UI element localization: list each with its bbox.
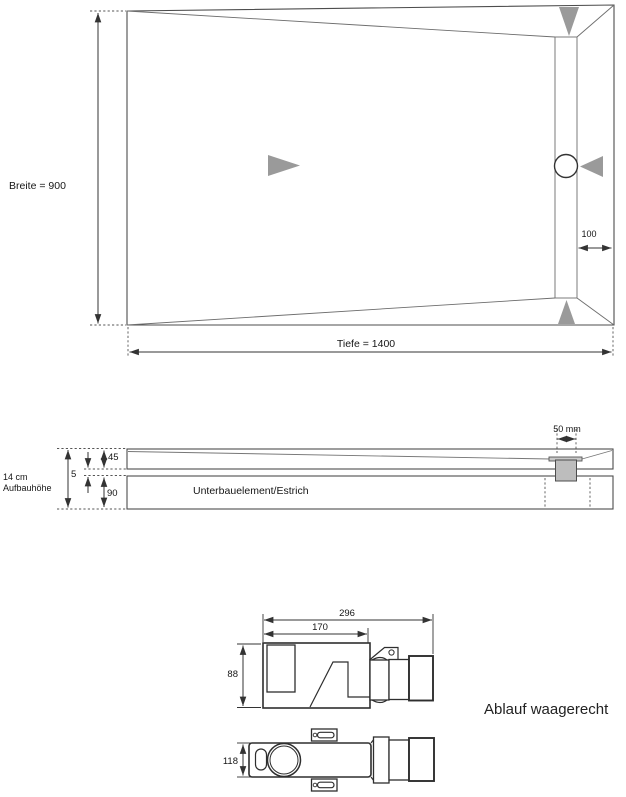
flow-arrow-right-icon <box>268 155 300 176</box>
drain-height-label: 88 <box>227 669 238 680</box>
drain-side-view: 296 170 88 <box>227 608 434 709</box>
flow-arrow-down-icon <box>559 7 579 36</box>
offset-label: 100 <box>581 229 596 239</box>
outlet-endcap-side <box>408 655 434 702</box>
tray-outline <box>126 4 615 326</box>
board-thickness-label: 45 <box>108 452 119 463</box>
substructure-block <box>126 475 614 510</box>
mount-tab-top-slot <box>316 731 335 739</box>
channel-width-label: 50 mm <box>553 424 581 434</box>
drain-opening-outer <box>266 742 302 778</box>
drain-siphon-profile <box>309 661 388 708</box>
drain-body-length-label: 170 <box>312 622 328 633</box>
flow-arrow-left-icon <box>580 156 603 177</box>
drain-width-label: 118 <box>223 756 238 767</box>
drain-inlet-shaft <box>266 644 296 693</box>
outlet-pipe-plan <box>388 739 410 781</box>
buildup-height-label-2: Aufbauhöhe <box>3 483 52 493</box>
outlet-endcap-plan <box>408 737 435 782</box>
mount-tab-bottom-slot <box>316 781 335 789</box>
drain-pocket <box>555 459 577 482</box>
mount-tab-top-hole-icon <box>312 732 318 738</box>
outlet-collar-side <box>369 659 390 701</box>
substructure-thickness-label: 90 <box>107 488 118 499</box>
buildup-dimensions: 14 cm Aufbauhöhe 5 45 90 <box>3 448 126 510</box>
drain-clamp <box>369 646 399 661</box>
gap-label: 5 <box>71 469 76 480</box>
shower-board <box>126 448 614 470</box>
breite-dimension: Breite = 900 <box>9 10 126 326</box>
buildup-height-label-1: 14 cm <box>3 472 28 482</box>
fold-line-bottom-right <box>576 297 615 326</box>
outlet-collar-arc-bottom <box>371 699 388 704</box>
board-slope-left <box>127 451 551 460</box>
board-slope-right <box>581 450 613 460</box>
breite-label: Breite = 900 <box>9 180 66 192</box>
drain-key-slot <box>254 748 268 771</box>
tiefe-label: Tiefe = 1400 <box>337 338 395 350</box>
drain-plan-view: 118 <box>223 728 435 792</box>
fold-line-bottom-left <box>126 297 556 326</box>
outlet-collar-plan <box>372 736 390 784</box>
drain-caption: Ablauf waagerecht <box>484 701 609 718</box>
section-view: Unterbauelement/Estrich 50 mm 14 cm Au <box>3 424 614 510</box>
substructure-label: Unterbauelement/Estrich <box>193 485 309 497</box>
offset-dimension: 100 <box>578 229 612 252</box>
drain-opening-inner <box>269 745 299 775</box>
fold-line-top-right <box>576 4 615 38</box>
tiefe-dimension: Tiefe = 1400 <box>127 327 614 356</box>
outlet-pipe-side <box>388 658 410 701</box>
mount-tab-bottom-hole-icon <box>312 782 318 788</box>
drain-total-length-label: 296 <box>339 608 355 619</box>
drain-outlet-circle <box>553 153 579 179</box>
channel-width-dimension: 50 mm <box>553 424 581 453</box>
outlet-collar-arc-top <box>371 656 388 661</box>
drain-clamp-screw-icon <box>388 649 395 656</box>
fold-line-top-left <box>126 10 556 38</box>
flow-arrow-up-icon <box>558 300 575 324</box>
plan-view: Breite = 900 Tiefe = 1400 100 <box>9 4 615 356</box>
